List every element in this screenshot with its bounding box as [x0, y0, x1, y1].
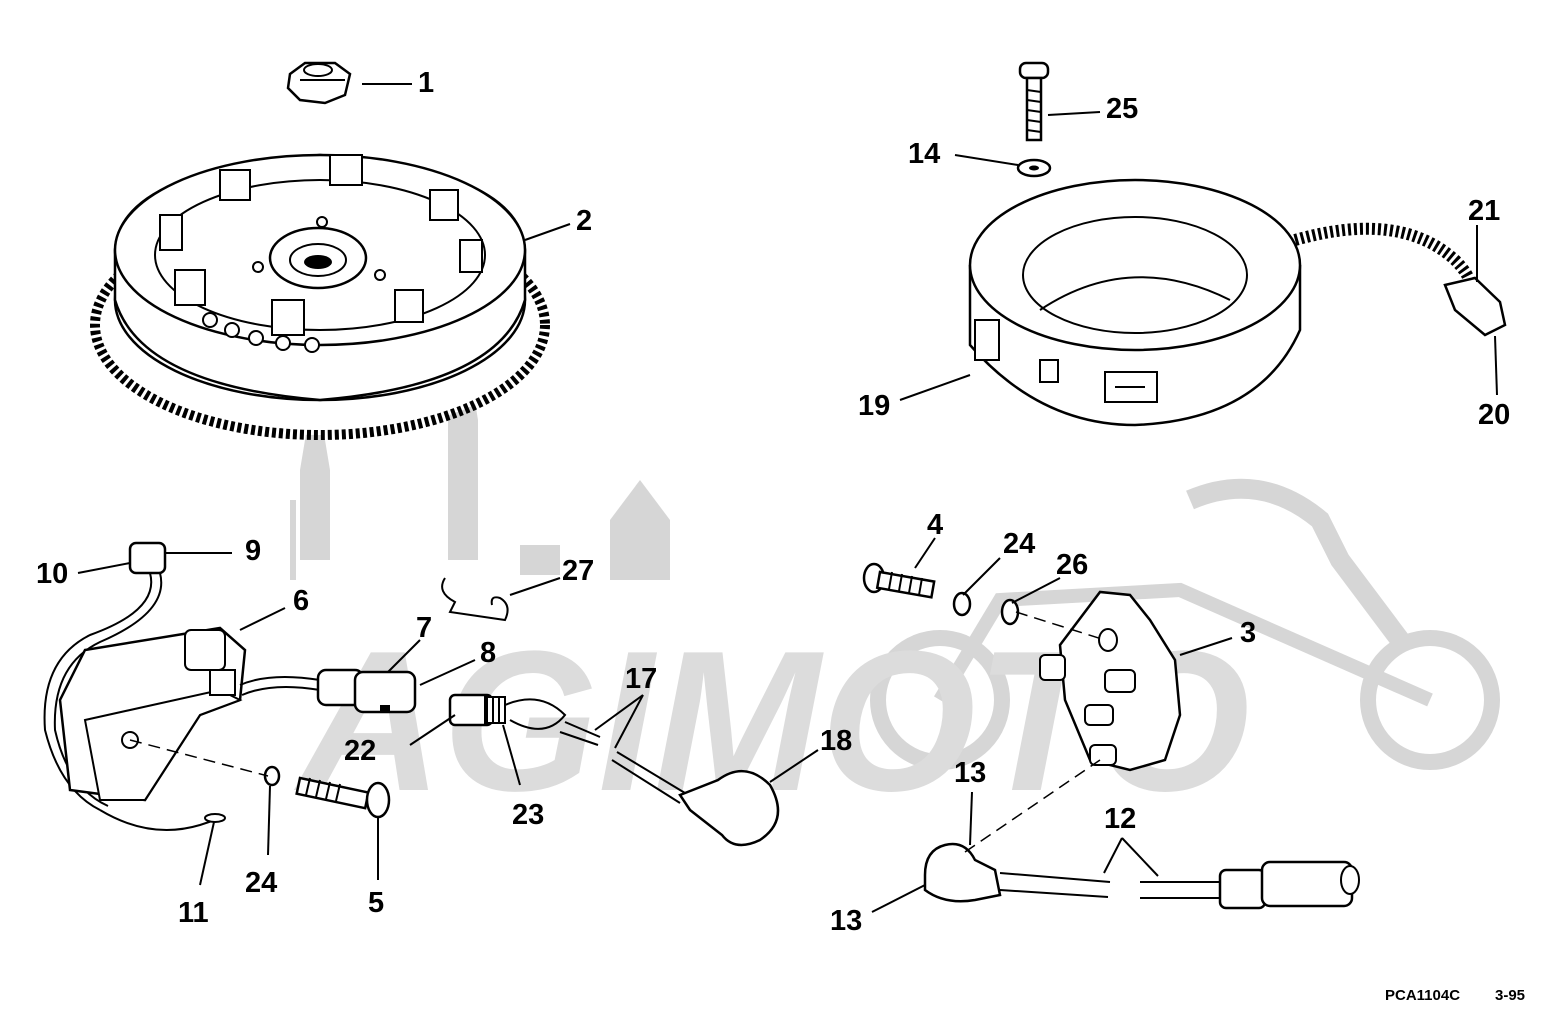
figure-date: 3-95: [1495, 987, 1525, 1004]
callout-19: 23: [512, 799, 544, 831]
lock-washer-24-right: [952, 591, 972, 617]
figure-code: PCA1104C: [1385, 987, 1460, 1004]
callout-11: 11: [178, 897, 209, 929]
clip-26: [441, 577, 509, 622]
callout-2: 2: [576, 205, 592, 237]
power-pack: [43, 541, 321, 831]
callout-4: 4: [927, 509, 943, 541]
callout-21: 19: [858, 390, 890, 422]
callout-9: 9: [245, 535, 261, 567]
screw-5: [295, 776, 391, 819]
alignment-lines: [129, 611, 1106, 853]
callout-25: 25: [1106, 93, 1138, 125]
callout-24-right: 24: [1003, 528, 1035, 560]
callout-26: 27: [562, 555, 594, 587]
lock-washer-24-left: [263, 765, 281, 787]
hex-nut: [286, 61, 352, 105]
spark-lead: [448, 693, 780, 847]
bolt-4: [862, 562, 936, 599]
callout-7: 7: [416, 612, 432, 644]
callout-6: 6: [293, 585, 309, 617]
callout-labels: 1 2 25 14 21 19 20 9 10 27 6 7 8 17 22 1…: [36, 67, 1510, 937]
callout-23: 21: [1468, 195, 1500, 227]
callout-20: 22: [344, 735, 376, 767]
stator: [968, 178, 1507, 427]
callout-5: 5: [368, 887, 384, 919]
callout-18: 18: [820, 725, 852, 757]
callout-8: 8: [480, 637, 496, 669]
washer-27: [1000, 598, 1020, 626]
watermark-church: [290, 330, 670, 580]
footer: PCA1104C 3-95: [1385, 987, 1525, 1004]
callout-12: 12: [1104, 803, 1136, 835]
flywheel: [90, 153, 550, 440]
washer-15: [1016, 158, 1052, 178]
callout-27: 26: [1056, 549, 1088, 581]
screw-25: [1018, 61, 1050, 142]
callout-22: 20: [1478, 399, 1510, 431]
ignition-coil: [1039, 590, 1182, 772]
callout-17: 17: [625, 663, 657, 695]
secondary-lead: [923, 842, 1360, 910]
connector-7: [316, 668, 417, 714]
watermark-motorcycle: [870, 478, 1500, 770]
callout-3: 3: [1240, 617, 1256, 649]
callout-24-left: 24: [245, 867, 277, 899]
leader-lines: [77, 83, 1498, 913]
callout-14: 13: [954, 757, 986, 789]
callout-1: 1: [418, 67, 434, 99]
callout-10: 10: [36, 558, 68, 590]
callout-13: 13: [830, 905, 862, 937]
callout-15: 14: [908, 138, 940, 170]
